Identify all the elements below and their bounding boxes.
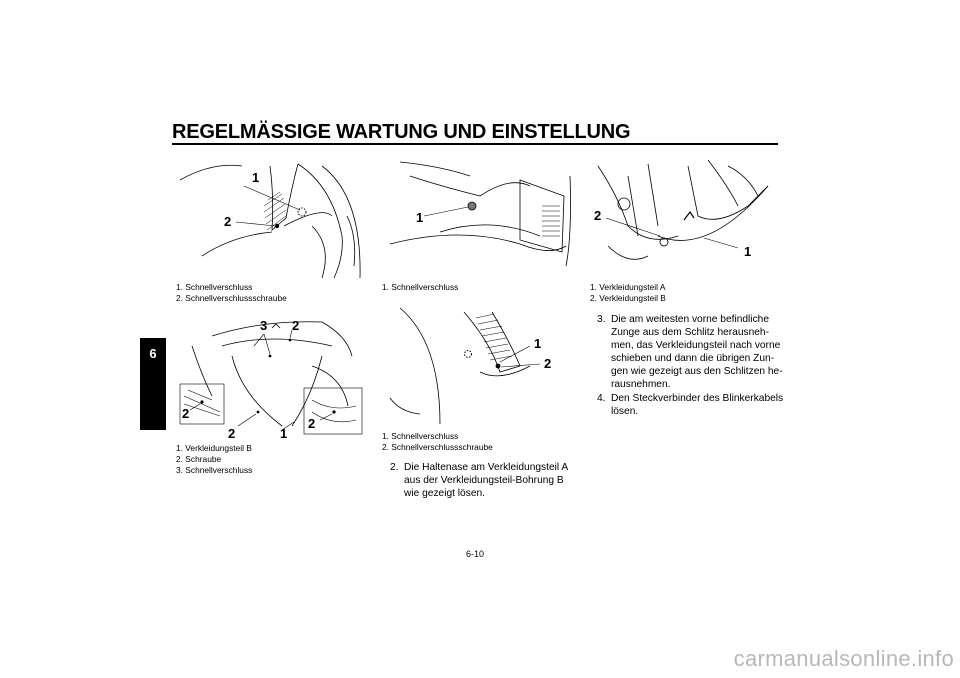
fig2-label-2: 2: [228, 426, 235, 438]
fig5-label-1: 1: [744, 244, 751, 259]
step-number: 2.: [390, 462, 399, 473]
page-number: 6-10: [466, 549, 485, 559]
step-number: 4.: [597, 393, 606, 404]
figure-fairing-overview: 3 2 2 2 1 2: [172, 316, 368, 438]
caption-item: 2. Verkleidungsteil B: [590, 293, 666, 303]
figure-4-illustration: 1 2: [389, 307, 551, 424]
step-line: Die Haltenase am Verkleidungsteil A: [404, 462, 569, 473]
step-line: schieben und dann die übrigen Zun-: [611, 353, 775, 364]
fig2-label-2: 2: [308, 416, 315, 431]
caption-item: 1. Schnellverschluss: [176, 282, 253, 292]
step-text: Die am weitesten vorne befindliche Zunge…: [611, 313, 783, 391]
fig2-label-1: 1: [280, 426, 287, 438]
caption-item: 2. Schnellverschlussschraube: [382, 442, 493, 452]
fig1-label-2: 2: [224, 214, 231, 229]
caption-item: 1. Schnellverschluss: [382, 282, 459, 292]
figure-quick-fastener-front: 1 2: [380, 302, 576, 424]
caption-item: 2. Schnellverschlussschraube: [176, 293, 287, 303]
step-line: aus der Verkleidungsteil-Bohrung B: [404, 475, 564, 486]
figure-quick-fastener: 1 2: [172, 156, 368, 278]
watermark: carmanualsonline.info: [733, 646, 954, 671]
step-line: Die am weitesten vorne befindliche: [611, 314, 769, 325]
fig1-label-1: 1: [252, 170, 259, 185]
fig2-label-2: 2: [292, 318, 299, 333]
step-2: 2. Die Haltenase am Verkleidungsteil A a…: [390, 461, 568, 500]
caption-item: 1. Schnellverschluss: [382, 431, 459, 441]
figure-fairing-parts: 2 1: [588, 156, 784, 278]
step-line: Den Steckverbinder des Blinkerkabels: [611, 393, 784, 404]
fig2-label-3: 3: [260, 318, 267, 333]
figure-5-illustration: 2 1: [594, 159, 769, 260]
step-line: wie gezeigt lösen.: [404, 488, 485, 499]
figure-3-illustration: 1: [389, 161, 571, 267]
figure-2-caption: 1. Verkleidungsteil B 2. Schraube 3. Sch…: [176, 443, 252, 476]
step-line: men, das Verkleidungsteil nach vorne: [611, 340, 781, 351]
fig2-label-2: 2: [182, 406, 189, 421]
step-line: lösen.: [611, 406, 639, 417]
chapter-tab: 6: [140, 338, 166, 430]
step-text: Den Steckverbinder des Blinkerkabels lös…: [611, 392, 783, 418]
step-number: 3.: [597, 314, 606, 325]
figure-2-illustration: 3 2 2 2 1 2: [179, 318, 363, 438]
fig3-label-1: 1: [416, 210, 423, 225]
figure-1-illustration: 1 2: [179, 163, 361, 278]
step-line: rausnehmen.: [611, 379, 671, 390]
fig4-label-1: 1: [534, 336, 541, 351]
step-line: gen wie gezeigt aus den Schlitzen he-: [611, 366, 783, 377]
caption-item: 1. Verkleidungsteil B: [176, 443, 252, 453]
figure-quick-fastener-side: 1: [380, 156, 576, 278]
fig4-label-2: 2: [544, 356, 551, 371]
caption-item: 3. Schnellverschluss: [176, 465, 253, 475]
figure-3-caption: 1. Schnellverschluss: [382, 282, 458, 293]
step-text: Die Haltenase am Verkleidungsteil A aus …: [404, 461, 568, 500]
figure-1-caption: 1. Schnellverschluss 2. Schnellverschlus…: [176, 282, 287, 304]
fig5-label-2: 2: [594, 208, 601, 223]
figure-5-caption: 1. Verkleidungsteil A 2. Verkleidungstei…: [590, 282, 666, 304]
caption-item: 1. Verkleidungsteil A: [590, 282, 666, 292]
page-title: REGELMÄSSIGE WARTUNG UND EINSTELLUNG: [172, 121, 631, 143]
caption-item: 2. Schraube: [176, 454, 222, 464]
figure-4-caption: 1. Schnellverschluss 2. Schnellverschlus…: [382, 431, 493, 453]
title-rule: [172, 143, 778, 145]
step-line: Zunge aus dem Schlitz herausneh-: [611, 327, 769, 338]
step-4: 4. Den Steckverbinder des Blinkerkabels …: [597, 392, 783, 418]
step-3: 3. Die am weitesten vorne befindliche Zu…: [597, 313, 783, 391]
